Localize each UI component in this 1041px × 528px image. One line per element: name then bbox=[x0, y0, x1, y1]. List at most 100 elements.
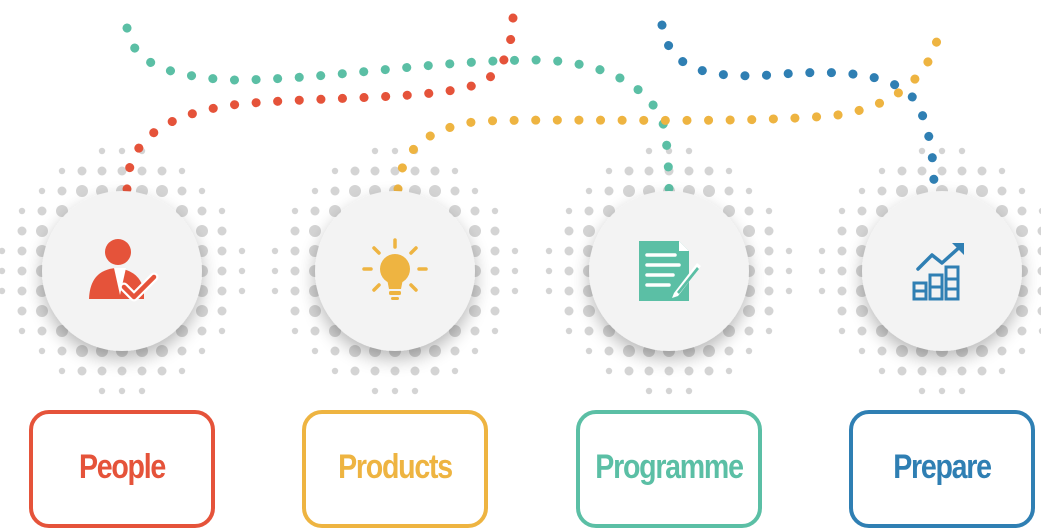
halftone-dot bbox=[411, 167, 420, 176]
halftone-dot bbox=[332, 368, 338, 374]
halftone-dot bbox=[1016, 305, 1028, 317]
halftone-dot bbox=[565, 227, 574, 236]
halftone-dot bbox=[685, 367, 694, 376]
halftone-dot bbox=[1019, 188, 1025, 194]
halftone-dot bbox=[139, 388, 145, 394]
halftone-dot bbox=[118, 367, 127, 376]
blue-dotted-connector bbox=[662, 25, 934, 189]
halftone-dot bbox=[858, 327, 867, 336]
halftone-dot bbox=[119, 148, 125, 154]
halftone-dot bbox=[625, 167, 634, 176]
halftone-dot bbox=[605, 347, 614, 356]
halftone-dot bbox=[725, 347, 734, 356]
halftone-dot bbox=[623, 185, 635, 197]
halftone-dot bbox=[919, 388, 925, 394]
halftone-dot bbox=[472, 348, 478, 354]
halftone-dot bbox=[36, 225, 48, 237]
halftone-dot bbox=[199, 188, 205, 194]
halftone-dot bbox=[879, 368, 885, 374]
prepare-label: Prepare bbox=[867, 448, 1017, 487]
products-label-box: Products bbox=[302, 410, 488, 528]
halftone-dot bbox=[938, 167, 947, 176]
halftone-dot bbox=[218, 247, 227, 256]
halftone-dot bbox=[18, 247, 27, 256]
halftone-dot bbox=[429, 185, 441, 197]
halftone-dot bbox=[586, 188, 592, 194]
programme-label-box: Programme bbox=[576, 410, 762, 528]
halftone-dot bbox=[565, 307, 574, 316]
halftone-dot bbox=[743, 305, 755, 317]
halftone-dot bbox=[918, 367, 927, 376]
halftone-dot bbox=[239, 268, 245, 274]
teal-dotted-connector bbox=[127, 28, 669, 189]
halftone-dot bbox=[766, 328, 772, 334]
halftone-dot bbox=[331, 347, 340, 356]
halftone-dot bbox=[371, 367, 380, 376]
halftone-dot bbox=[585, 207, 594, 216]
halftone-dot bbox=[36, 305, 48, 317]
halftone-dot bbox=[76, 345, 88, 357]
halftone-dot bbox=[411, 367, 420, 376]
halftone-dot bbox=[391, 367, 400, 376]
halftone-dot bbox=[472, 188, 478, 194]
halftone-dot bbox=[819, 248, 825, 254]
halftone-dot bbox=[1019, 348, 1025, 354]
halftone-dot bbox=[726, 368, 732, 374]
halftone-dot bbox=[292, 328, 298, 334]
halftone-dot bbox=[838, 307, 847, 316]
halftone-dot bbox=[119, 388, 125, 394]
halftone-dot bbox=[765, 287, 774, 296]
halftone-dot bbox=[512, 248, 518, 254]
halftone-dot bbox=[978, 367, 987, 376]
halftone-dot bbox=[546, 288, 552, 294]
halftone-dot bbox=[765, 247, 774, 256]
halftone-dot bbox=[18, 267, 27, 276]
products-label: Products bbox=[320, 448, 470, 487]
halftone-dot bbox=[546, 248, 552, 254]
halftone-dot bbox=[625, 367, 634, 376]
halftone-dot bbox=[976, 345, 988, 357]
halftone-dot bbox=[959, 148, 965, 154]
halftone-dot bbox=[311, 327, 320, 336]
halftone-dot bbox=[976, 185, 988, 197]
halftone-dot bbox=[766, 208, 772, 214]
red-dotted-connector bbox=[127, 18, 513, 189]
halftone-dot bbox=[311, 207, 320, 216]
halftone-dot bbox=[196, 225, 208, 237]
halftone-dot bbox=[179, 368, 185, 374]
halftone-dot bbox=[452, 168, 458, 174]
halftone-dot bbox=[218, 227, 227, 236]
halftone-dot bbox=[0, 248, 5, 254]
halftone-dot bbox=[745, 327, 754, 336]
halftone-dot bbox=[218, 307, 227, 316]
halftone-dot bbox=[309, 305, 321, 317]
prepare-label-box: Prepare bbox=[849, 410, 1035, 528]
halftone-dot bbox=[645, 167, 654, 176]
halftone-dot bbox=[1018, 207, 1027, 216]
halftone-dot bbox=[896, 345, 908, 357]
halftone-dot bbox=[999, 368, 1005, 374]
halftone-dot bbox=[158, 167, 167, 176]
halftone-dot bbox=[392, 148, 398, 154]
halftone-dot bbox=[38, 327, 47, 336]
halftone-dot bbox=[349, 185, 361, 197]
halftone-dot bbox=[646, 148, 652, 154]
halftone-dot bbox=[59, 168, 65, 174]
halftone-dot bbox=[859, 188, 865, 194]
halftone-dot bbox=[78, 167, 87, 176]
halftone-dot bbox=[272, 268, 278, 274]
halftone-dot bbox=[858, 207, 867, 216]
halftone-dot bbox=[605, 187, 614, 196]
halftone-dot bbox=[291, 267, 300, 276]
halftone-dot bbox=[666, 388, 672, 394]
halftone-dot bbox=[58, 347, 67, 356]
halftone-dot bbox=[18, 307, 27, 316]
halftone-dot bbox=[99, 388, 105, 394]
halftone-dot bbox=[839, 208, 845, 214]
halftone-dot bbox=[1038, 227, 1041, 236]
halftone-dot bbox=[586, 348, 592, 354]
halftone-dot bbox=[839, 328, 845, 334]
halftone-dot bbox=[856, 225, 868, 237]
halftone-dot bbox=[565, 287, 574, 296]
halftone-dot bbox=[665, 367, 674, 376]
